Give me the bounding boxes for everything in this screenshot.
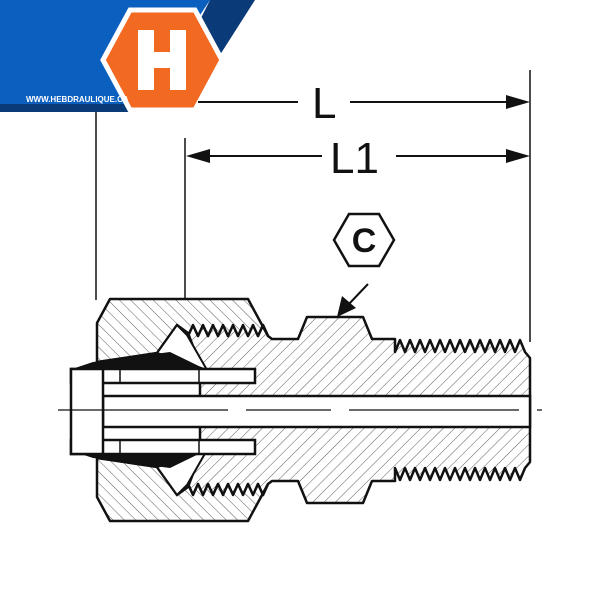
arrowhead-icon — [186, 149, 210, 163]
dimension-l: L — [198, 79, 530, 128]
ferrule-upper — [72, 352, 207, 370]
bore — [101, 394, 532, 429]
leader-arrowhead-icon — [337, 296, 356, 317]
hexagon-icon — [332, 212, 396, 268]
arrowhead-icon — [506, 149, 530, 163]
logo-url: WWW.HEBDRAULIQUE.CA — [26, 95, 129, 104]
dimension-l-label: L — [312, 79, 336, 128]
hex-callout: C — [332, 212, 396, 317]
logo-banner-bottom — [0, 104, 142, 112]
arrowhead-icon — [506, 95, 530, 109]
dimension-l1: L1 — [186, 134, 530, 183]
hex-label: C — [352, 222, 377, 260]
logo: WWW.HEBDRAULIQUE.CA — [0, 0, 255, 113]
tube-end — [69, 367, 105, 456]
logo-h-letter — [138, 30, 186, 90]
dimension-l1-label: L1 — [330, 134, 379, 183]
